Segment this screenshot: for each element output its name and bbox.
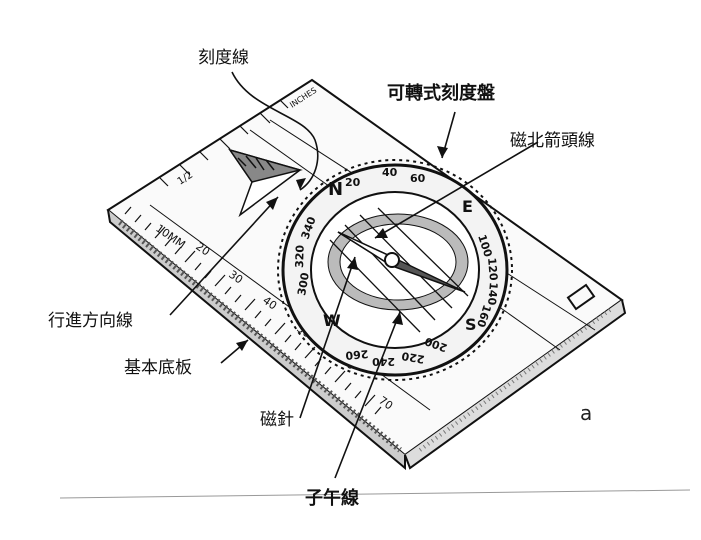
leader-arrowheads	[236, 146, 448, 351]
magnetic-needle	[337, 231, 466, 293]
dial-60: 60	[410, 172, 426, 185]
dial-numbers: N 20 40 60 E 100 120 140 160 S 200 220 2…	[293, 166, 500, 368]
dial-240: 240	[372, 355, 395, 368]
dial-e: E	[462, 197, 473, 216]
dial-w: W	[323, 311, 341, 330]
dial-s: S	[465, 315, 477, 334]
label-baseplate: 基本底板	[124, 358, 192, 378]
dial-300: 300	[295, 271, 312, 296]
dial-320: 320	[293, 244, 307, 268]
leader-lines	[169, 71, 539, 479]
dial-260: 260	[345, 347, 369, 362]
label-rotating-dial: 可轉式刻度盤	[387, 83, 495, 104]
direction-arrow	[228, 148, 303, 218]
label-north-arrow-line: 磁北箭頭線	[510, 131, 595, 151]
ruler-ticks	[124, 99, 382, 415]
label-meridian-lines: 子午線	[305, 488, 359, 509]
label-direction-line: 行進方向線	[48, 311, 133, 331]
label-needle: 磁針	[260, 410, 294, 430]
dial-220: 220	[400, 349, 425, 366]
dial-140: 140	[485, 282, 500, 306]
baseline-rule	[59, 489, 691, 499]
dial-120: 120	[485, 257, 500, 281]
dial-40: 40	[382, 166, 398, 179]
dial-20: 20	[345, 176, 361, 189]
dial-n: N	[328, 179, 343, 200]
figure-marker: a	[580, 401, 593, 425]
label-scale-lines: 刻度線	[198, 48, 249, 68]
